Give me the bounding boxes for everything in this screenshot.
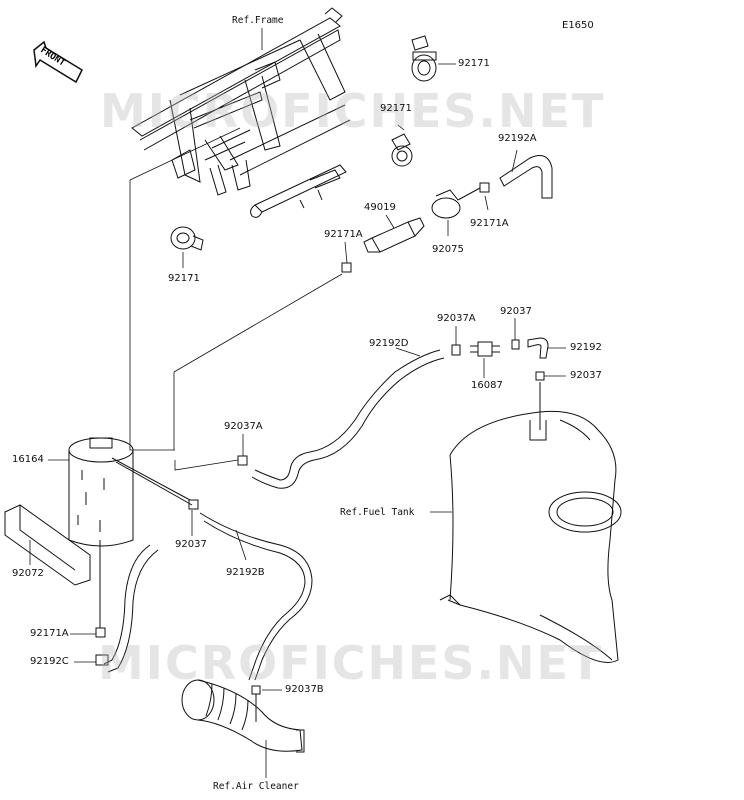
frame-part — [131, 7, 351, 218]
clamp-92075 — [431, 189, 461, 219]
part-label-92037A: 92037A — [224, 421, 263, 432]
part-label-92171: 92171 — [380, 103, 412, 114]
part-label-92192A: 92192A — [498, 133, 537, 144]
hose-92192D — [251, 349, 445, 489]
bracket-92072 — [4, 504, 91, 586]
clamp-92171-mid — [391, 133, 413, 167]
part-label-92037A: 92037A — [437, 313, 476, 324]
canister-16164 — [68, 437, 193, 547]
part-label-92192D: 92192D — [369, 338, 409, 349]
hose-92192C — [95, 540, 159, 673]
part-label-92072: 92072 — [12, 568, 44, 579]
watermark-top: MICROFICHES.NET — [100, 84, 606, 138]
part-label-92192B: 92192B — [226, 567, 265, 578]
watermark-bottom: MICROFICHES.NET — [98, 636, 604, 690]
fuel-tank — [439, 410, 622, 663]
ref-frame-label: Ref.Frame — [232, 15, 284, 26]
clamp-92171-top — [411, 35, 437, 82]
hose-92192B — [199, 512, 313, 681]
part-label-92075: 92075 — [432, 244, 464, 255]
part-label-92037: 92037 — [500, 306, 532, 317]
clip-92171A — [95, 182, 490, 638]
part-label-92037: 92037 — [570, 370, 602, 381]
clip-92037-canister — [188, 499, 199, 510]
air-cleaner-boot — [181, 679, 305, 753]
part-label-92171A: 92171A — [30, 628, 69, 639]
part-label-92037: 92037 — [175, 539, 207, 550]
part-label-16164: 16164 — [12, 454, 44, 465]
hose-92192 — [527, 337, 549, 430]
clamp-92171-left — [170, 226, 204, 251]
ref-fuel-tank-label: Ref.Fuel Tank — [340, 507, 415, 518]
part-label-92192: 92192 — [570, 342, 602, 353]
valve-16087 — [451, 339, 520, 357]
part-label-92171: 92171 — [168, 273, 200, 284]
part-label-92171: 92171 — [458, 58, 490, 69]
ref-air-cleaner-label: Ref.Air Cleaner — [213, 781, 299, 792]
clip-92037A-lower — [237, 455, 248, 466]
front-arrow: FRONT — [30, 40, 86, 90]
part-label-92192C: 92192C — [30, 656, 69, 667]
hose-connection — [457, 187, 481, 201]
fuel-filter-49019 — [363, 217, 425, 253]
leader-lines — [29, 28, 566, 778]
part-label-49019: 49019 — [364, 202, 396, 213]
part-label-16087: 16087 — [471, 380, 503, 391]
front-arrow-icon — [33, 40, 83, 84]
hose-92192A — [499, 155, 553, 199]
part-label-92037B: 92037B — [285, 684, 324, 695]
diagram-code: E1650 — [562, 20, 594, 31]
part-label-92171A: 92171A — [470, 218, 509, 229]
part-label-92171A: 92171A — [324, 229, 363, 240]
